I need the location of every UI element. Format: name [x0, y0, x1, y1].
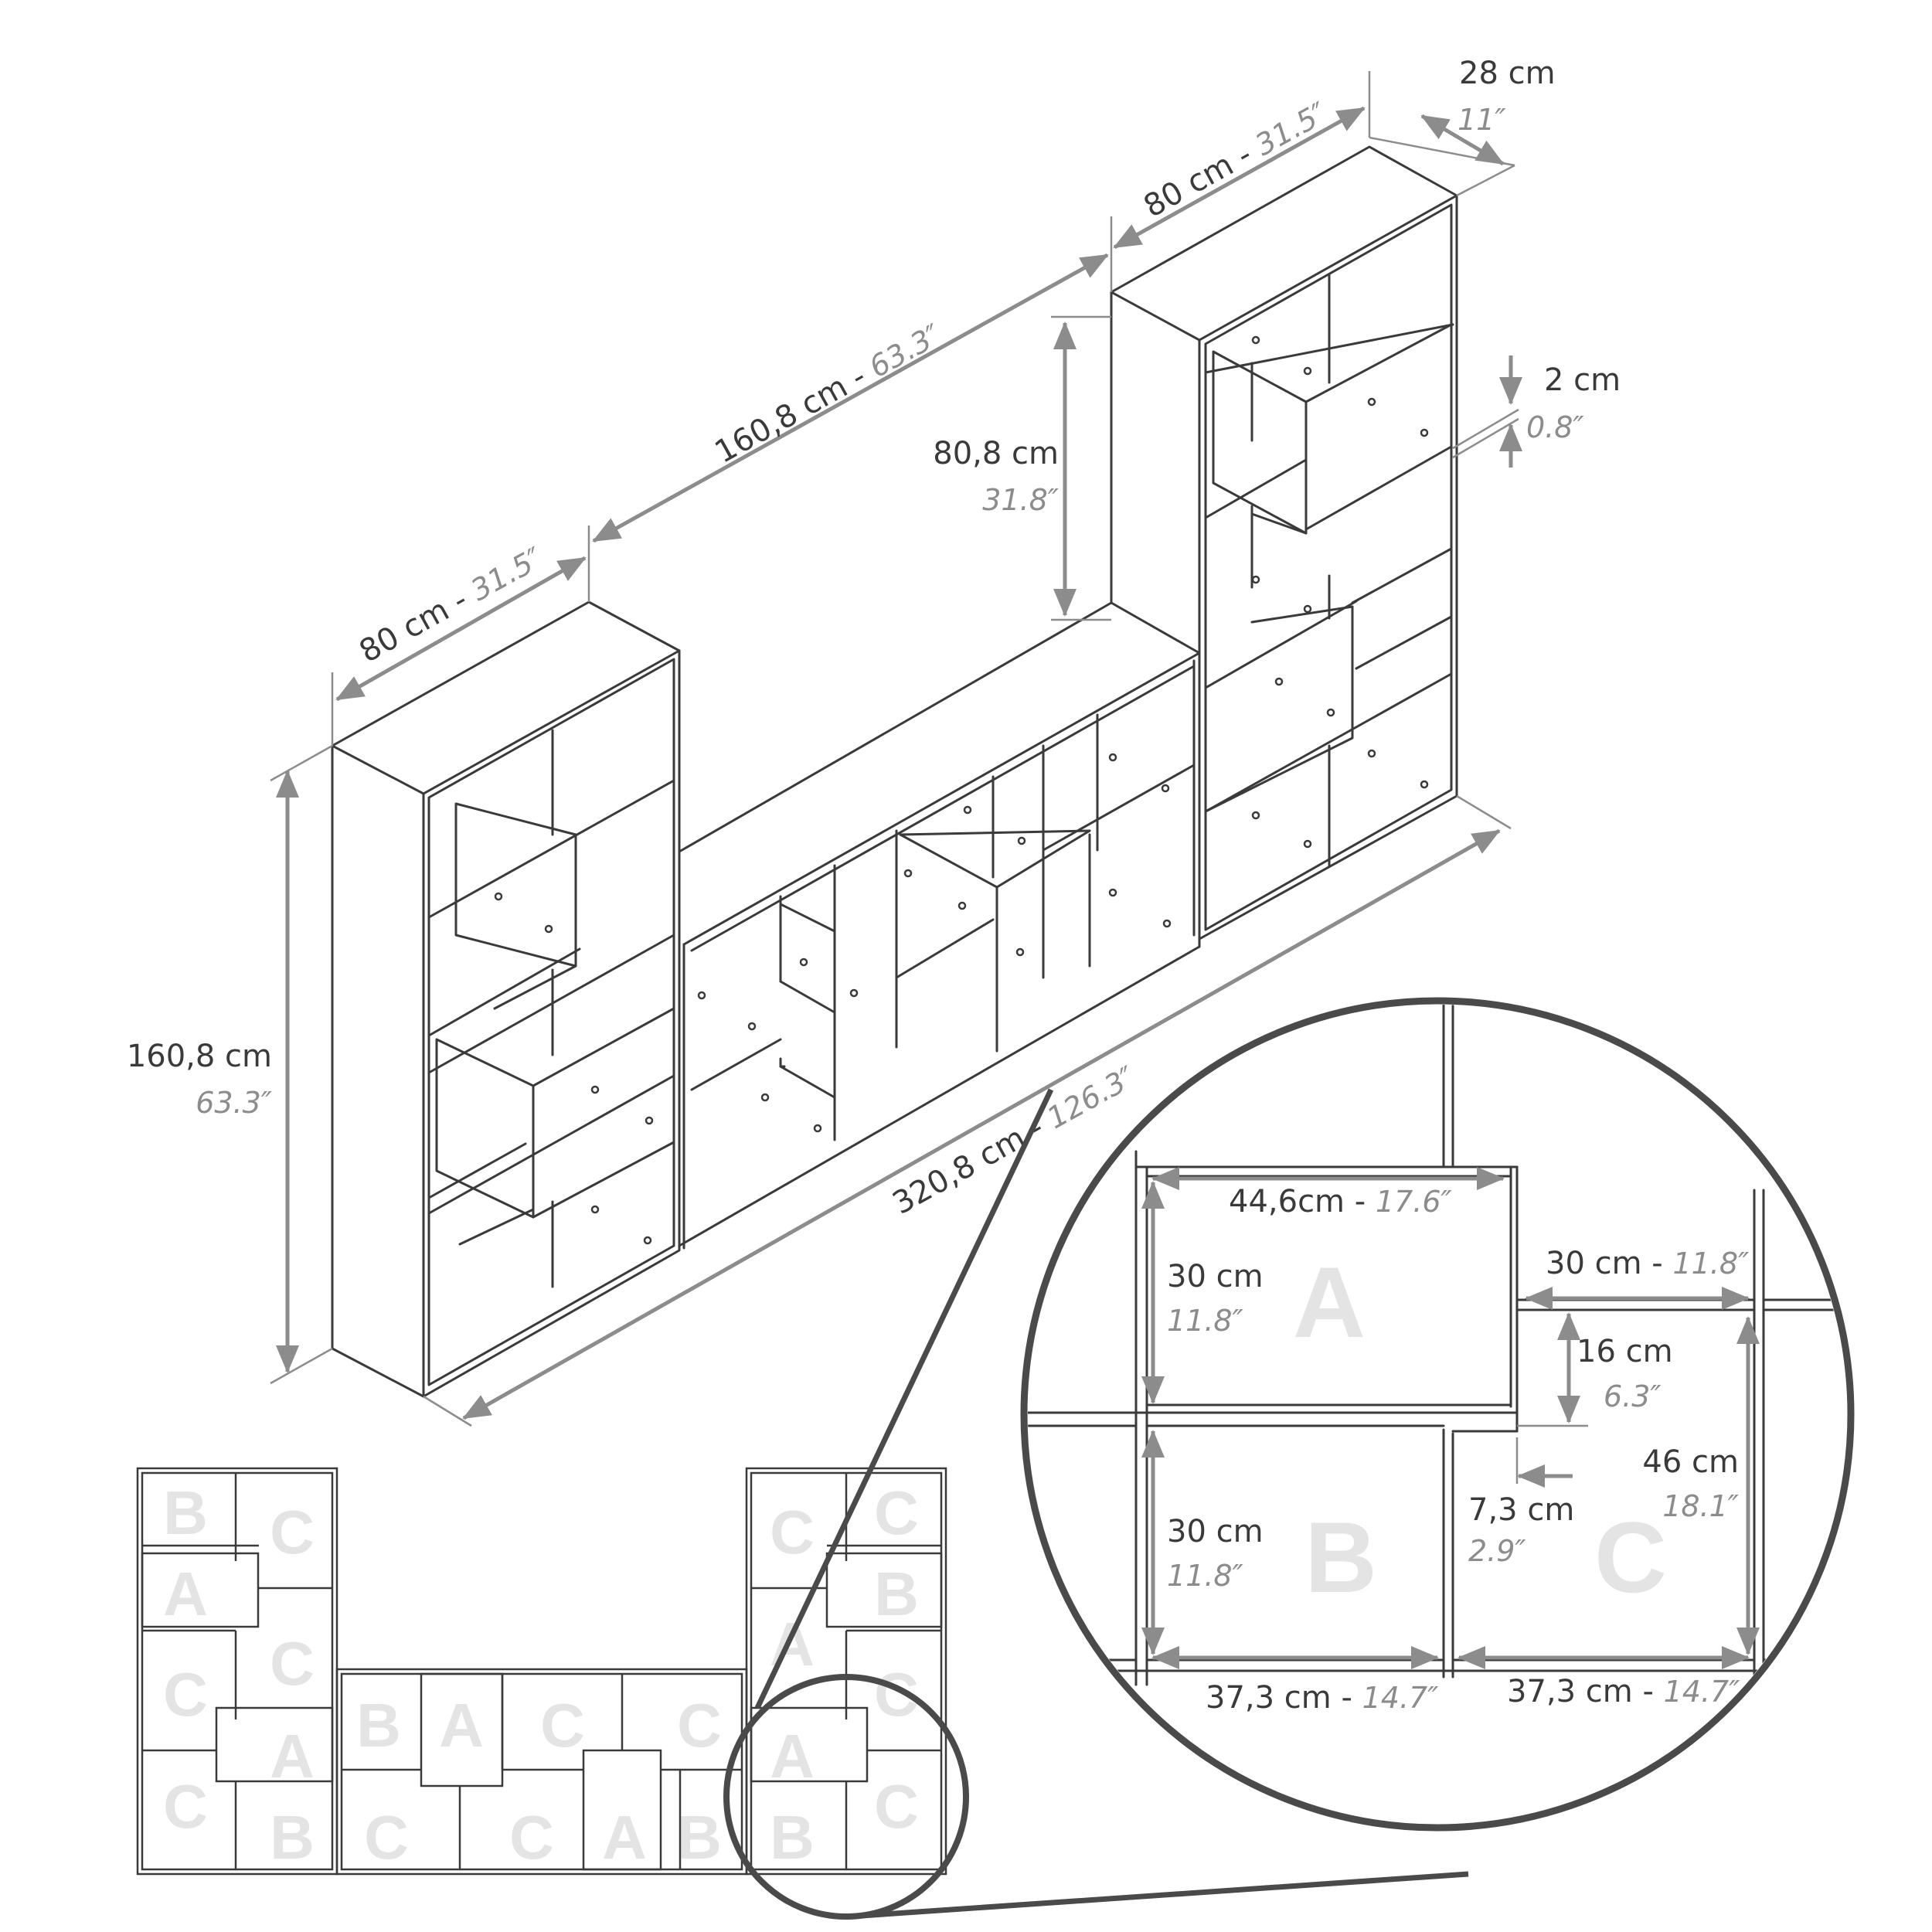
detail-shift-in: 2.9″	[1468, 1534, 1526, 1568]
plan-letter: B	[356, 1691, 401, 1760]
plan-letter: A	[770, 1722, 815, 1791]
plan-letter: C	[270, 1629, 315, 1698]
height-diff-in: 31.8″	[982, 483, 1059, 517]
left-tower	[331, 600, 681, 1398]
detail-letter-b: B	[1304, 1501, 1377, 1614]
plan-letter: C	[163, 1772, 208, 1841]
plan-letter: C	[874, 1478, 919, 1547]
detail-c-height-in: 18.1″	[1662, 1489, 1739, 1523]
plan-letter: C	[540, 1691, 585, 1760]
detail-b-width-label: 37,3 cm - 14.7″	[1206, 1680, 1438, 1716]
depth-cm: 28 cm	[1459, 56, 1556, 91]
plan-letter: C	[509, 1803, 554, 1872]
height-diff-cm: 80,8 cm	[933, 436, 1059, 471]
front-plan: B C A C C A C B B A C C C C A B C C A B …	[136, 1467, 969, 1920]
plan-letter: A	[270, 1722, 315, 1791]
iso-dimension-lines	[270, 71, 1522, 1427]
plan-letter: C	[163, 1660, 208, 1729]
detail-b-height-cm: 30 cm	[1167, 1514, 1264, 1549]
zoom-detail-circle	[1020, 997, 1855, 1832]
plan-letter: B	[163, 1478, 208, 1547]
detail-offset-cm: 16 cm	[1577, 1334, 1673, 1369]
zoom-source-circle	[723, 1674, 969, 1920]
plan-letter: B	[874, 1560, 919, 1628]
detail-letter-a: A	[1293, 1246, 1366, 1359]
plan-letter: A	[602, 1803, 647, 1872]
middle-width-label: 160,8 cm - 63.3″	[709, 317, 947, 471]
plan-letter: B	[677, 1803, 722, 1872]
plan-letter: C	[364, 1803, 409, 1872]
left-tower-width-label: 80 cm - 31.5″	[354, 540, 549, 670]
plan-letter: C	[677, 1691, 722, 1760]
depth-in: 11″	[1458, 103, 1506, 137]
plan-letter: A	[163, 1560, 208, 1628]
plan-letter: B	[270, 1803, 315, 1872]
total-height-in: 63.3″	[196, 1086, 272, 1120]
thickness-in: 0.8″	[1526, 410, 1584, 444]
detail-offset-in: 6.3″	[1604, 1379, 1662, 1413]
detail-c-width-label: 37,3 cm - 14.7″	[1507, 1674, 1740, 1709]
detail-zoom: A B C 44,6cm - 17.6″ 30 cm 11.8″ 30 cm -…	[1020, 997, 1855, 1832]
plan-letter: A	[439, 1691, 484, 1760]
right-tower	[1110, 145, 1458, 948]
zoom-connector-bottom	[849, 1871, 1469, 1920]
plan-letter: C	[770, 1498, 815, 1566]
right-tower-width-label: 80 cm - 31.5″	[1138, 95, 1334, 225]
detail-shift-cm: 7,3 cm	[1468, 1492, 1574, 1528]
detail-a-height-in: 11.8″	[1167, 1304, 1243, 1338]
detail-c-height-cm: 46 cm	[1642, 1444, 1739, 1480]
detail-c-top-width-label: 30 cm - 11.8″	[1546, 1246, 1749, 1281]
zoom-connector-top	[754, 1088, 1054, 1709]
plan-letter: B	[770, 1803, 815, 1872]
thickness-cm: 2 cm	[1544, 362, 1621, 398]
plan-letter: C	[874, 1772, 919, 1841]
plan-letters: B C A C C A C B B A C C C C A B C C A B …	[163, 1478, 919, 1872]
detail-a-width-label: 44,6cm - 17.6″	[1229, 1184, 1452, 1219]
detail-a-height-cm: 30 cm	[1167, 1259, 1264, 1294]
detail-b-height-in: 11.8″	[1167, 1559, 1243, 1593]
total-height-cm: 160,8 cm	[127, 1039, 272, 1074]
detail-letter-c: C	[1594, 1501, 1667, 1614]
plan-letter: C	[270, 1498, 315, 1566]
